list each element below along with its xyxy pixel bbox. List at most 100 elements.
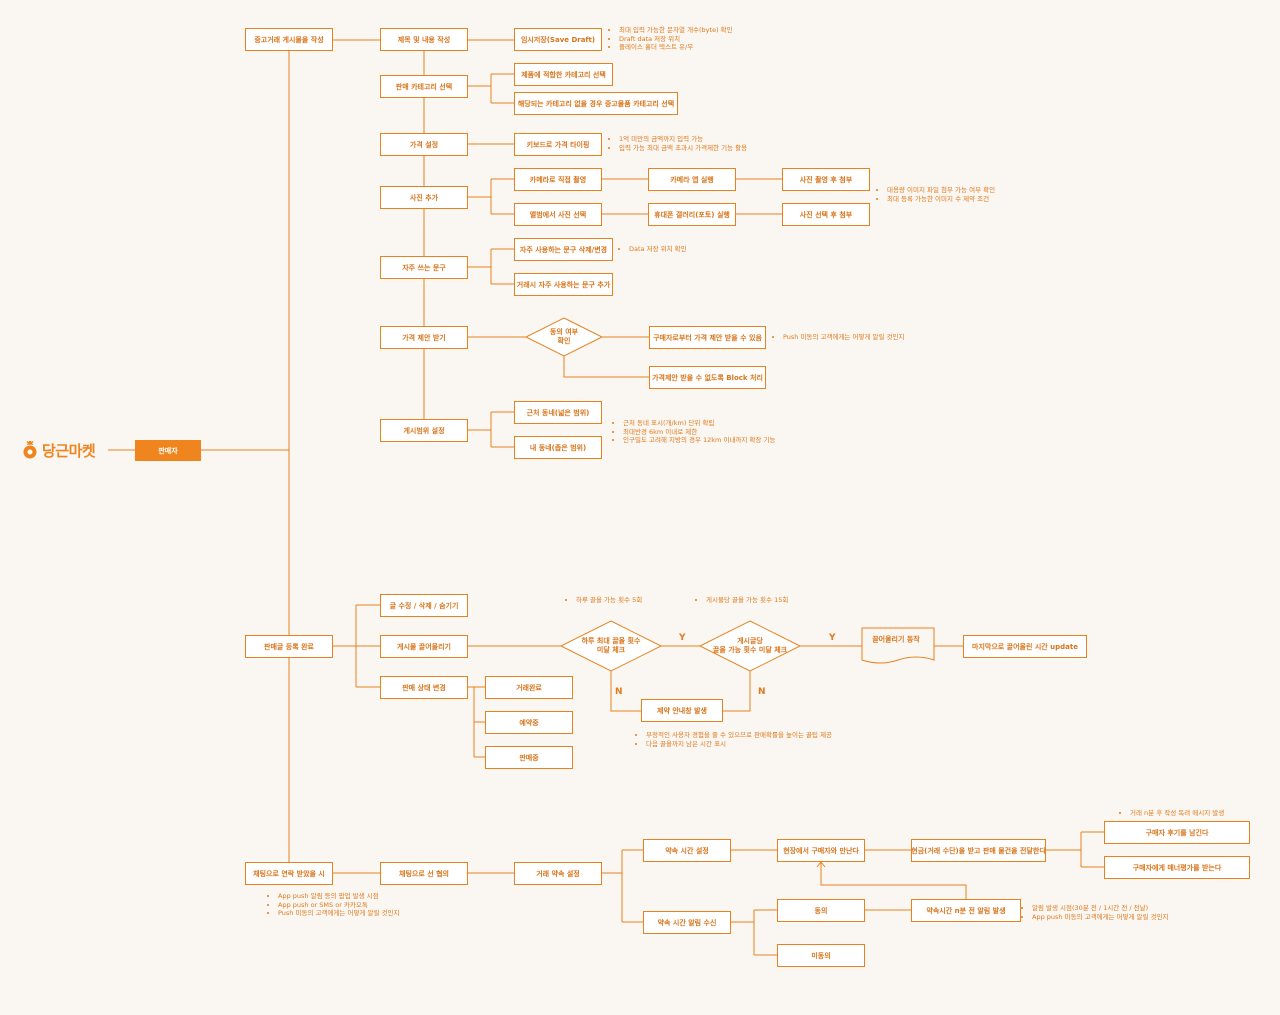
note-item: 플레이스 홀더 텍스트 유/무: [619, 43, 733, 52]
deal-set-node: 거래 약속 설정: [514, 862, 602, 885]
appointment-set-node: 약속 시간 설정: [643, 839, 731, 862]
phrase-manage-node: 자주 사용하는 문구 삭제/변경: [514, 238, 613, 261]
alarm-meet-arrow: [816, 861, 826, 868]
category-select-node: 판매 카테고리 선택: [380, 75, 468, 98]
range-branch: [468, 411, 514, 448]
note-item: 게시물당 끌올 가능 횟수 15회: [706, 596, 788, 605]
note-item: App push or SMS or 카카오톡: [278, 901, 399, 910]
no-label-1: N: [615, 687, 623, 697]
range-near-node: 근처 동네(넓은 범위): [514, 401, 602, 424]
alarm-branch: [731, 909, 777, 956]
bump-action-label: 끌어올리기 동작: [872, 635, 920, 644]
per-post-notes: 게시물당 끌올 가능 횟수 15회: [697, 596, 788, 605]
photo-add-node: 사진 추가: [380, 186, 468, 209]
range-my-node: 내 동네(좁은 범위): [514, 436, 602, 459]
note-item: 근처 동네 표시(개/km) 단위 확립: [623, 419, 775, 428]
offer-allowed-node: 구매자로부터 가격 제안 받을 수 있음: [649, 326, 766, 349]
camera-app-node: 카메라 앱 실행: [648, 168, 736, 191]
save-draft-node: 임시저장(Save Draft): [514, 28, 602, 51]
handover-branch: [1046, 831, 1104, 868]
consent-blocked: [563, 356, 649, 378]
note-item: 1억 미만의 금액까지 입력 가능: [619, 135, 747, 144]
daily-limit: [610, 671, 641, 712]
status-change-node: 판매 상태 변경: [380, 676, 468, 699]
note-item: Draft data 저장 위치: [619, 35, 733, 44]
agree-node: 동의: [777, 899, 865, 922]
photo-branch: [468, 178, 514, 215]
meet-buyer-node: 현장에서 구매자와 만난다: [777, 839, 865, 862]
offer-notes: Push 미동의 고객에게는 어떻게 알릴 것인지: [774, 333, 904, 342]
offer-blocked-node: 가격제안 받을 수 없도록 Block 처리: [649, 366, 766, 389]
note-item: 알림 발생 시점(30분 전 / 1시간 전 / 전날): [1032, 904, 1169, 913]
price-set-node: 가격 설정: [380, 133, 468, 156]
bump-action-shape: [861, 627, 935, 664]
category-none-node: 해당되는 카테고리 없을 경우 중고물품 카테고리 선택: [514, 92, 678, 115]
review-notes: 거래 n분 후 작성 독려 메시지 발생: [1121, 809, 1224, 818]
title-content-node: 제목 및 내용 작성: [380, 28, 468, 51]
register-done-node: 판매글 등록 완료: [245, 635, 333, 658]
alarm-before-node: 약속시간 n분 전 알림 발생: [911, 899, 1021, 922]
note-item: Push 미동의 고객에게는 어떻게 알릴 것인지: [783, 333, 904, 342]
status-reserved-node: 예약중: [485, 711, 573, 734]
no-label-2: N: [758, 687, 766, 697]
bump-update-node: 마지막으로 끌어올린 시간 update: [963, 635, 1087, 658]
yes-label-1: Y: [679, 633, 686, 643]
alarm-notes: 알림 발생 시점(30분 전 / 1시간 전 / 전날) App push 미동…: [1023, 904, 1169, 921]
note-item: 최대 입력 가능한 문자열 개수(byte) 확인: [619, 26, 733, 35]
limit-notes: 부정적인 사용자 경험을 줄 수 있으므로 판매확률을 높이는 꿀팁 제공 다음…: [637, 731, 832, 748]
range-notes: 근처 동네 표시(개/km) 단위 확립 최대반경 6km 이내로 제한 인구밀…: [614, 419, 775, 445]
note-item: 최대 등록 가능한 이미지 수 제약 조건: [887, 195, 995, 204]
chat-contact-node: 채팅으로 연락 받았을 시: [245, 862, 333, 885]
status-selling-node: 판매중: [485, 746, 573, 769]
brand-logo: 당근마켓: [22, 440, 96, 460]
note-item: 입력 가능 최대 금액 초과시 가격제한 기능 활용: [619, 144, 747, 153]
chat-agree-node: 채팅으로 선 협의: [380, 862, 468, 885]
photo-select-attach-node: 사진 선택 후 첨부: [782, 203, 870, 226]
note-item: App push 미동의 고객에게는 어떻게 알릴 것인지: [1032, 913, 1169, 922]
consent-diamond-label: 동의 여부 확인: [549, 328, 579, 345]
yes-label-2: Y: [829, 633, 836, 643]
note-item: 거래 n분 후 작성 독려 메시지 발생: [1130, 809, 1224, 818]
post-check-diamond-label: 게시글당 끌올 가능 횟수 미달 체크: [712, 637, 788, 654]
disagree-node: 미동의: [777, 944, 865, 967]
buyer-review-node: 구매자 후기를 남긴다: [1104, 821, 1250, 844]
brand-name: 당근마켓: [42, 441, 96, 460]
status-branch: [468, 686, 485, 758]
post-limit: [723, 671, 751, 712]
limit-notice-node: 제약 안내창 발생: [641, 699, 723, 722]
note-item: 하루 끌올 가능 횟수 5회: [576, 596, 642, 605]
note-item: 부정적인 사용자 경험을 줄 수 있으므로 판매확률을 높이는 꿀팁 제공: [646, 731, 832, 740]
range-node: 게시범위 설정: [380, 419, 468, 442]
daily-check-diamond-label: 하루 최대 끌올 횟수 미달 체크: [581, 637, 641, 654]
note-item: 인구밀도 고려해 지방의 경우 12km 이내까지 확장 기능: [623, 436, 775, 445]
note-item: 최대반경 6km 이내로 제한: [623, 428, 775, 437]
note-item: Push 미동의 고객에게는 어떻게 알릴 것인지: [278, 909, 399, 918]
photo-notes: 대용량 이미지 파일 첨부 가능 여부 확인 최대 등록 가능한 이미지 수 제…: [878, 186, 995, 203]
phrases-node: 자주 쓰는 문구: [380, 256, 468, 279]
register-subbranch: [355, 604, 380, 688]
photo-attach-node: 사진 촬영 후 첨부: [782, 168, 870, 191]
daily-notes: 하루 끌올 가능 횟수 5회: [567, 596, 642, 605]
status-done-node: 거래완료: [485, 676, 573, 699]
seller-node: 판매자: [135, 440, 201, 461]
chat-notes: App push 알림 등의 팝업 발생 시점 App push or SMS …: [269, 892, 399, 918]
save-draft-notes: 최대 입력 가능한 문자열 개수(byte) 확인 Draft data 저장 …: [610, 26, 733, 52]
photo-chain: [602, 178, 782, 215]
note-item: App push 알림 등의 팝업 발생 시점: [278, 892, 399, 901]
gallery-app-node: 휴대폰 갤러리(포토) 실행: [648, 203, 736, 226]
alarm-meet: [820, 862, 967, 899]
appointment-alarm-node: 약속 시간 알림 수신: [643, 911, 731, 934]
price-offer-node: 가격 제안 받기: [380, 326, 468, 349]
phrase-branch: [468, 248, 514, 285]
carrot-icon: [23, 441, 37, 459]
photo-camera-node: 카메라로 직접 촬영: [514, 168, 602, 191]
photo-album-node: 앨범에서 사진 선택: [514, 203, 602, 226]
bump-node: 게시물 끌어올리기: [380, 635, 468, 658]
price-notes: 1억 미만의 금액까지 입력 가능 입력 가능 최대 금액 초과시 가격제한 기…: [610, 135, 747, 152]
category-branch: [468, 73, 514, 104]
phrase-notes: Data 저장 위치 확인: [620, 245, 687, 254]
note-item: Data 저장 위치 확인: [629, 245, 687, 254]
pay-handover-node: 현금(거래 수단)을 받고 판매 물건을 전달한다: [911, 839, 1046, 862]
